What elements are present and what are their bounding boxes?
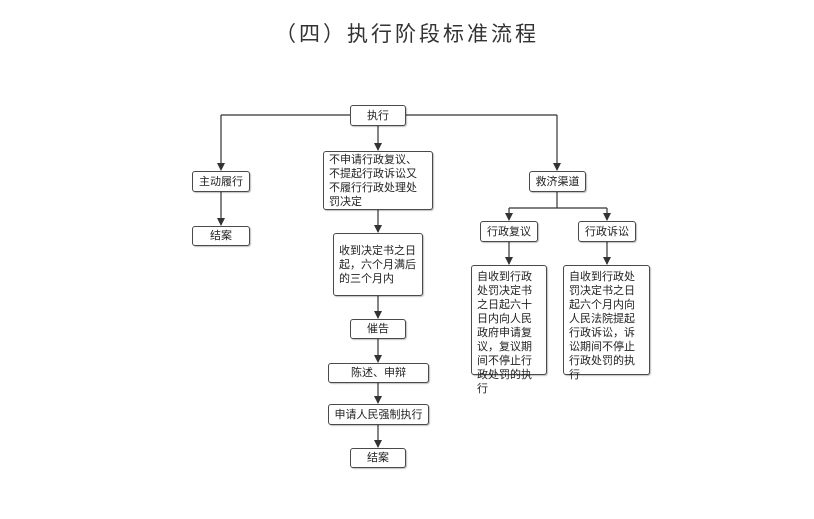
node-remedy-channels: 救济渠道 bbox=[529, 171, 586, 192]
node-no-appeal: 不申请行政复议、不提起行政诉讼又不履行行政处理处罚决定 bbox=[323, 151, 433, 210]
node-administrative-review: 行政复议 bbox=[480, 221, 538, 242]
node-statement-defense: 陈述、申辩 bbox=[328, 363, 429, 383]
node-three-months: 收到决定书之日起，六个月满后的三个月内 bbox=[333, 233, 423, 296]
node-end-center: 结案 bbox=[350, 448, 406, 468]
node-administrative-litigation: 行政诉讼 bbox=[578, 221, 636, 242]
node-urge: 催告 bbox=[350, 319, 406, 339]
node-voluntary-performance: 主动履行 bbox=[192, 171, 250, 192]
page-title: （四）执行阶段标准流程 bbox=[275, 22, 539, 46]
node-apply-court-enforcement: 申请人民强制执行 bbox=[328, 404, 429, 425]
node-litigation-description: 自收到行政处罚决定书之日起六个月内向人民法院提起行政诉讼，诉讼期间不停止行政处罚… bbox=[563, 265, 650, 381]
node-review-description: 自收到行政处罚决定书之日起六十日内向人民政府申请复议，复议期间不停止行政处罚的执… bbox=[471, 265, 547, 395]
node-execute: 执行 bbox=[350, 105, 406, 126]
node-end-left: 结案 bbox=[192, 226, 250, 246]
